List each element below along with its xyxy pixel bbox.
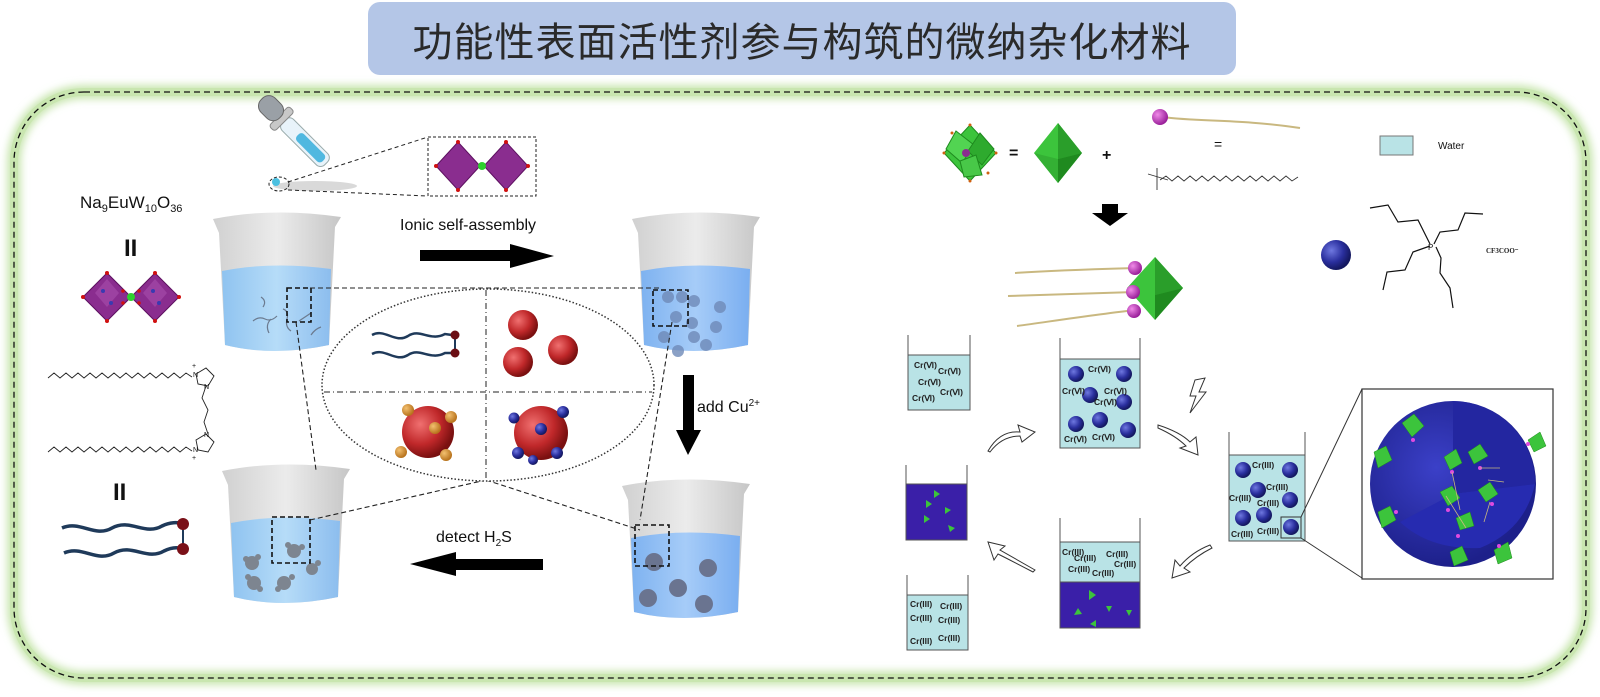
pom-surfactant-hybrid-icon xyxy=(1007,257,1183,327)
title-banner: 功能性表面活性剂参与构筑的微纳杂化材料 xyxy=(368,2,1236,75)
chromium-species-label: Cr(III) xyxy=(1257,526,1279,536)
assembly-detail-ellipse xyxy=(321,288,655,482)
chromium-species-label: Cr(Ⅵ) xyxy=(914,360,937,370)
svg-text:+: + xyxy=(192,455,196,462)
chromium-species-label: Cr(III) xyxy=(940,601,962,611)
chromium-species-label: Cr(III) xyxy=(910,636,932,646)
counter-ion-label: CF3COO⁻ xyxy=(1486,247,1519,255)
chromium-species-label: Cr(III) xyxy=(1068,564,1090,574)
beaker-cr3-with-spheres: Cr(III) Cr(III) Cr(III) Cr(III) Cr(III) … xyxy=(1228,432,1306,542)
formula-label: Na9EuW10O36 xyxy=(80,193,182,215)
beaker-cr3-final: Cr(III) Cr(III) Cr(III) Cr(III) Cr(III) … xyxy=(906,575,969,651)
left-panel: Na9EuW10O36 II N+ N xyxy=(47,95,760,618)
eu-cluster-inset-icon xyxy=(434,140,530,192)
curved-arrow-icon xyxy=(1157,424,1199,456)
chromium-species-label: Cr(III) xyxy=(1114,559,1136,569)
beaker-cr6-with-spheres: Cr(Ⅵ) Cr(Ⅵ) Cr(Ⅵ) Cr(Ⅵ) Cr(Ⅵ) Cr(Ⅵ) xyxy=(1059,338,1141,449)
curved-arrow-icon xyxy=(987,424,1036,453)
phosphorus-atom-label: P xyxy=(1428,243,1433,252)
chromium-species-label: Cr(III) xyxy=(938,633,960,643)
ctab-skeletal-formula xyxy=(1147,168,1299,190)
inset-guide-lines xyxy=(295,287,673,531)
chromium-species-label: Cr(III) xyxy=(1252,460,1274,470)
beaker-copper-loaded xyxy=(622,479,750,618)
beaker-surfactant-solution xyxy=(213,212,341,351)
figure-title: 功能性表面活性剂参与构筑的微纳杂化材料 xyxy=(412,19,1192,66)
beaker-assembled-spheres xyxy=(632,212,760,357)
svg-text:N: N xyxy=(204,432,209,439)
legend-water-label: Water xyxy=(1438,141,1465,152)
chromium-species-label: Cr(III) xyxy=(1062,547,1084,557)
chromium-species-label: Cr(III) xyxy=(1092,568,1114,578)
chromium-species-label: Cr(III) xyxy=(1229,493,1251,503)
arrow-add-copper xyxy=(676,375,701,455)
dropper-icon xyxy=(257,95,357,192)
green-octahedron-icon xyxy=(1034,123,1082,183)
svg-text:N: N xyxy=(193,372,198,379)
chromium-species-label: Cr(III) xyxy=(1106,549,1128,559)
curved-arrow-icon xyxy=(1171,544,1213,579)
beaker-ionic-liquid-loaded xyxy=(905,465,968,541)
chromium-species-label: Cr(Ⅵ) xyxy=(1088,364,1111,374)
label-add-copper: add Cu2+ xyxy=(697,398,760,416)
curved-arrow-icon xyxy=(987,541,1036,573)
sphere-with-copper-ions-icon xyxy=(508,406,569,465)
label-detect-h2s: detect H2S xyxy=(436,529,512,549)
red-spheres-icon xyxy=(503,310,578,377)
phosphonium-structure xyxy=(1369,204,1484,309)
cycle-arrows xyxy=(987,377,1213,579)
gemini-surfactant-cartoon-icon xyxy=(61,518,189,558)
chromium-species-label: Cr(III) xyxy=(1266,482,1288,492)
chromium-species-label: Cr(Ⅵ) xyxy=(1094,397,1117,407)
beaker-cr6-solution: Cr(Ⅵ) Cr(Ⅵ) Cr(Ⅵ) Cr(Ⅵ) Cr(Ⅵ) xyxy=(907,335,971,411)
arrow-detect-h2s xyxy=(410,552,543,576)
chromium-species-label: Cr(III) xyxy=(1074,553,1096,563)
chromium-species-label: Cr(Ⅵ) xyxy=(918,377,941,387)
svg-text:+: + xyxy=(192,363,196,370)
eu-polyoxometalate-cluster-icon xyxy=(81,271,181,323)
arrow-ionic-self-assembly xyxy=(420,244,554,268)
lightning-icon xyxy=(1189,377,1208,414)
chromium-species-label: Cr(III) xyxy=(1231,529,1253,539)
cutaway-sphere-inset xyxy=(1361,388,1554,580)
equals-sign: = xyxy=(1009,145,1018,162)
plus-sign: + xyxy=(1102,147,1111,164)
legend-water-swatch xyxy=(1379,135,1414,156)
gemini-imidazolium-surfactant-structure xyxy=(47,367,215,453)
chromium-species-label: Cr(Ⅵ) xyxy=(1062,386,1085,396)
chromium-species-label: Cr(III) xyxy=(938,615,960,625)
zoom-guide-line xyxy=(287,189,429,197)
surfactant-molecule-icon xyxy=(371,330,460,359)
label-ionic-self-assembly: Ionic self-assembly xyxy=(400,217,536,234)
beaker-phase-separated: Cr(III) Cr(III) Cr(III) Cr(III) Cr(III) … xyxy=(1059,518,1141,629)
svg-text:N: N xyxy=(193,447,198,454)
zoom-guide-line xyxy=(1300,537,1363,579)
imidazolium-atom-labels: N+ N N N+ xyxy=(192,363,209,462)
chromium-species-label: Cr(III) xyxy=(910,599,932,609)
zoom-guide-line xyxy=(1300,388,1363,518)
outer-frame xyxy=(7,85,1593,685)
svg-text:N: N xyxy=(204,384,209,391)
chromium-species-label: Cr(Ⅵ) xyxy=(1104,386,1127,396)
green-pom-cluster-icon xyxy=(942,123,998,183)
surfactant-head-tail-icon xyxy=(1152,109,1301,129)
equivalence-mark-top: II xyxy=(124,235,137,262)
chromium-species-label: Cr(Ⅵ) xyxy=(1092,432,1115,442)
chromium-species-label: Cr(Ⅵ) xyxy=(912,393,935,403)
equals-sign-2: = xyxy=(1214,136,1222,152)
chromium-species-label: Cr(III) xyxy=(1257,498,1279,508)
beaker-h2s-detected xyxy=(222,464,350,603)
down-arrow-icon xyxy=(1092,204,1128,226)
equivalence-mark-bottom: II xyxy=(113,479,126,506)
ionic-liquid-sphere-icon xyxy=(1321,240,1351,270)
chromium-species-label: Cr(Ⅵ) xyxy=(938,366,961,376)
right-panel: = + = Water xyxy=(905,109,1554,651)
chromium-species-label: Cr(Ⅵ) xyxy=(940,387,963,397)
chromium-species-label: Cr(Ⅵ) xyxy=(1064,434,1087,444)
sphere-with-orange-ions-icon xyxy=(395,404,457,461)
zoom-guide-line xyxy=(287,136,429,183)
chromium-species-label: Cr(III) xyxy=(910,613,932,623)
